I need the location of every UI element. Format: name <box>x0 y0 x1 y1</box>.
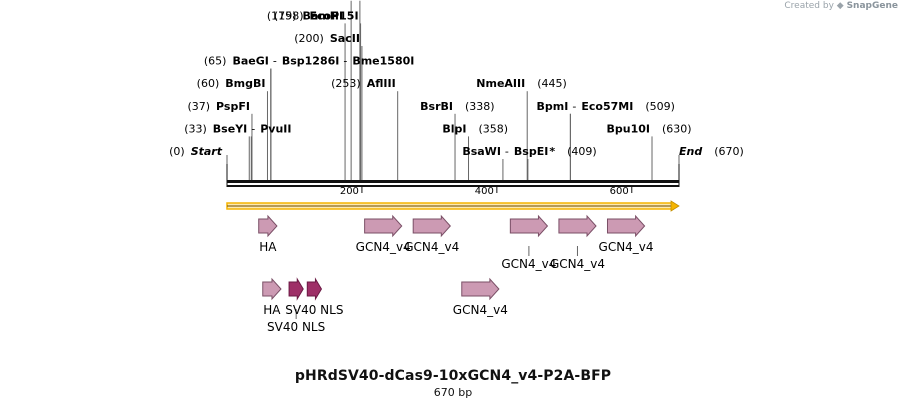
feature-arrow <box>509 214 549 238</box>
site-label-bsawi: BsaWI <box>462 145 501 158</box>
snapgene-logo-icon: ◆ <box>836 1 844 11</box>
site-label-start: Start <box>191 145 223 158</box>
site-label-bsp1286i: Bsp1286I <box>282 55 340 68</box>
feature-label: HA <box>259 240 277 254</box>
tick-label: 200 <box>340 186 359 197</box>
feature-arrow <box>558 214 597 238</box>
site-position: (509) <box>645 100 675 113</box>
dna-backbone <box>226 164 680 187</box>
feature-label: GCN4_v4 <box>550 257 605 271</box>
site-position: (358) <box>479 122 509 135</box>
site-position: (670) <box>714 145 744 158</box>
restriction-site-labels: Start(0)End(670)BsaWI-BspEI*(409)BseYI-P… <box>169 9 744 158</box>
feature-label: GCN4_v4 <box>599 240 654 254</box>
site-separator: - <box>505 145 509 158</box>
backbone-top-strand <box>227 180 679 183</box>
site-label-ecop15i: EcoP15I <box>310 9 359 22</box>
linear-map: Start(0)End(670)BsaWI-BspEI*(409)BseYI-P… <box>169 0 744 334</box>
plasmid-length: 670 bp <box>433 386 473 399</box>
site-position: (0) <box>169 145 185 158</box>
feature-arrow <box>306 277 323 301</box>
site-separator: - <box>273 55 277 68</box>
feature-arrow <box>288 277 304 301</box>
site-label-bspei: BspEI <box>514 145 548 158</box>
site-position: (445) <box>537 77 567 90</box>
site-label-sacii: SacII <box>330 32 360 45</box>
tick-label: 600 <box>610 186 629 197</box>
site-position: (409) <box>567 145 597 158</box>
site-separator: - <box>343 55 347 68</box>
feature-arrow <box>258 214 278 238</box>
restriction-site-lines <box>226 0 680 182</box>
feature-label: SV40 NLS <box>267 320 325 334</box>
feature-arrow <box>364 214 403 238</box>
site-separator: - <box>251 122 255 135</box>
site-label-pvuii: PvuII <box>260 122 291 135</box>
site-label-blpi: BlpI <box>442 122 466 135</box>
site-position: (60) <box>197 77 220 90</box>
site-position: (33) <box>184 122 207 135</box>
site-position: (338) <box>465 100 495 113</box>
tick-label: 400 <box>475 186 494 197</box>
feature-arrow <box>262 277 282 301</box>
site-position: (630) <box>662 122 692 135</box>
feature-label: GCN4_v4 <box>501 257 556 271</box>
site-star: * <box>549 145 555 158</box>
site-position: (198) <box>274 9 304 22</box>
site-label-eco57mi: Eco57MI <box>581 100 633 113</box>
feature-arrow <box>412 214 451 238</box>
orf-arrow <box>226 200 680 212</box>
plasmid-title: pHRdSV40-dCas9-10xGCN4_v4-P2A-BFP <box>294 368 612 384</box>
feature-label: SV40 NLS <box>285 303 343 317</box>
site-position: (175) <box>267 9 297 22</box>
site-label-bpu10i: Bpu10I <box>607 122 651 135</box>
site-label-bamhi: BamHI <box>302 9 343 22</box>
site-label-afliii: AflIII <box>367 77 396 90</box>
feature-label: GCN4_v4 <box>404 240 459 254</box>
site-label-bmgbi: BmgBI <box>225 77 265 90</box>
site-position: (200) <box>294 32 324 45</box>
site-label-bme1580i: Bme1580I <box>352 55 414 68</box>
orf-arrowhead <box>670 200 680 212</box>
site-label-bpmi: BpmI <box>537 100 569 113</box>
site-position: (37) <box>187 100 210 113</box>
backbone-bottom-strand <box>227 185 679 187</box>
feature-arrow <box>461 277 500 301</box>
feature-label: GCN4_v4 <box>453 303 508 317</box>
bp-ruler: 200 400 600 <box>340 185 633 197</box>
snapgene-watermark: Created by ◆ SnapGene <box>784 1 898 11</box>
site-position: (253) <box>331 77 361 90</box>
site-label-bsrbi: BsrBI <box>420 100 453 113</box>
feature-label: GCN4_v4 <box>356 240 411 254</box>
site-label-bseyi: BseYI <box>213 122 247 135</box>
feature-label: HA <box>263 303 281 317</box>
site-label-pspfi: PspFI <box>216 100 250 113</box>
site-label-baegi: BaeGI <box>232 55 268 68</box>
feature-arrow <box>606 214 646 238</box>
site-position: (65) <box>204 55 227 68</box>
site-label-end: End <box>679 145 702 158</box>
site-label-nmeaiii: NmeAIII <box>476 77 525 90</box>
site-separator: - <box>572 100 576 113</box>
